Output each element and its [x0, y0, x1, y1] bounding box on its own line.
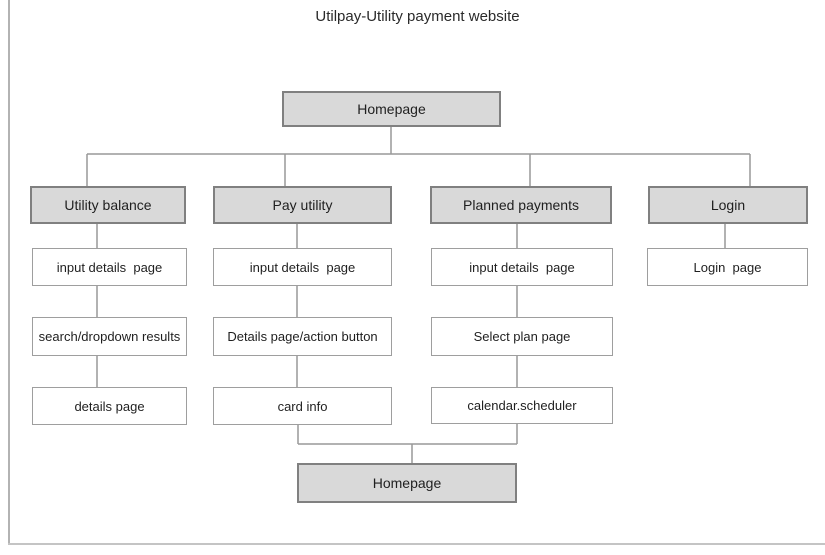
node-homepage-bottom: Homepage [297, 463, 517, 503]
node-details-page: details page [32, 387, 187, 425]
node-utility-balance: Utility balance [30, 186, 186, 224]
node-login: Login [648, 186, 808, 224]
node-utility-balance-input-details: input details page [32, 248, 187, 286]
node-card-info: card info [213, 387, 392, 425]
node-search-dropdown-results: search/dropdown results [32, 317, 187, 356]
node-select-plan-page: Select plan page [431, 317, 613, 356]
node-pay-utility-input-details: input details page [213, 248, 392, 286]
node-homepage-top: Homepage [282, 91, 501, 127]
left-border-line [8, 0, 10, 545]
bottom-border-line [8, 543, 825, 545]
node-planned-payments-input-details: input details page [431, 248, 613, 286]
node-login-page: Login page [647, 248, 808, 286]
node-calendar-scheduler: calendar.scheduler [431, 387, 613, 424]
node-planned-payments: Planned payments [430, 186, 612, 224]
diagram-title: Utilpay-Utility payment website [315, 8, 520, 25]
node-pay-utility: Pay utility [213, 186, 392, 224]
node-details-page-action-button: Details page/action button [213, 317, 392, 356]
